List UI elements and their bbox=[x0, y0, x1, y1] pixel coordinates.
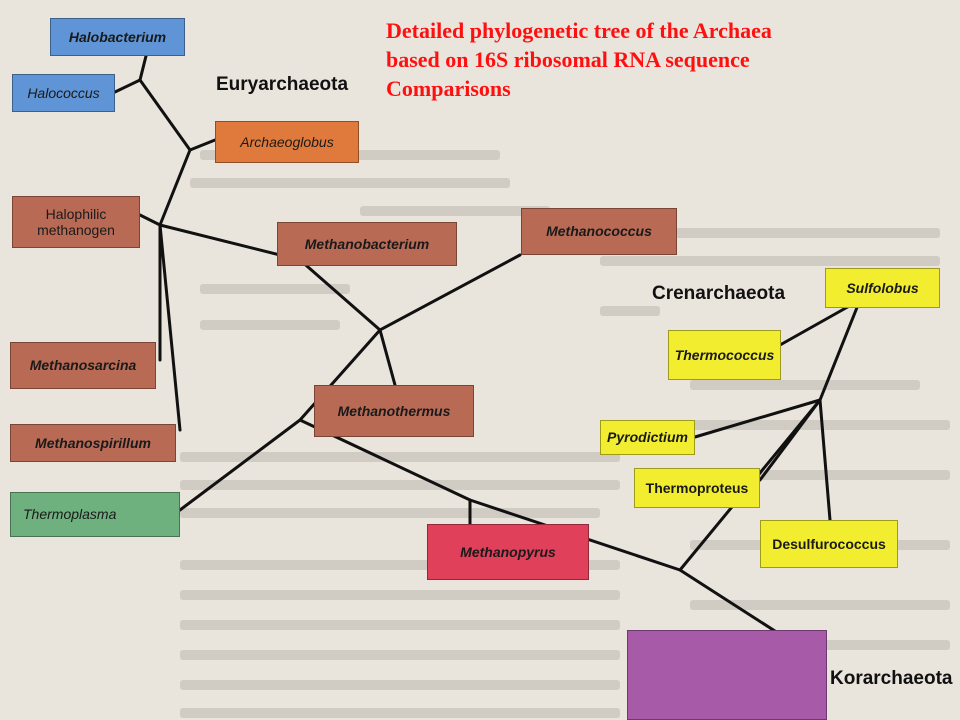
taxon-methanothermus: Methanothermus bbox=[314, 385, 474, 437]
taxon-methanobacterium: Methanobacterium bbox=[277, 222, 457, 266]
taxon-sulfolobus: Sulfolobus bbox=[825, 268, 940, 308]
taxon-methanosarcina: Methanosarcina bbox=[10, 342, 156, 389]
title-line-3: Comparisons bbox=[386, 76, 511, 101]
branch-trunk-2 bbox=[298, 328, 382, 422]
korarchaeota-block bbox=[627, 630, 827, 720]
branch-methanococcus bbox=[378, 253, 522, 332]
branch-methanospirillum bbox=[158, 223, 182, 432]
taxon-thermoproteus: Thermoproteus bbox=[634, 468, 760, 508]
branch-methanothermus bbox=[378, 328, 397, 387]
taxon-halobacterium: Halobacterium bbox=[50, 18, 185, 56]
taxon-methanospirillum: Methanospirillum bbox=[10, 424, 176, 462]
branch-halococcus bbox=[113, 78, 142, 94]
branch-thermoproteus bbox=[758, 398, 822, 482]
branch-crenarchaeota-pyrodictium bbox=[693, 398, 822, 439]
taxon-desulfurococcus: Desulfurococcus bbox=[760, 520, 898, 568]
group-label-euryarchaeota: Euryarchaeota bbox=[216, 74, 349, 95]
taxon-archaeoglobus: Archaeoglobus bbox=[215, 121, 359, 163]
branch-crenarchaeota-trunk bbox=[818, 298, 862, 402]
branch-trunk-6 bbox=[138, 78, 192, 152]
taxon-methanopyrus: Methanopyrus bbox=[427, 524, 589, 580]
branch-desulfurococcus bbox=[818, 398, 832, 522]
slide-title: Detailed phylogenetic tree of the Archae… bbox=[386, 16, 956, 103]
branch-trunk-5 bbox=[158, 148, 192, 227]
taxon-thermoplasma: Thermoplasma bbox=[10, 492, 180, 537]
group-label-crenarchaeota: Crenarchaeota bbox=[652, 283, 786, 304]
group-label-korarchaeota: Korarchaeota bbox=[830, 668, 953, 689]
title-line-1: Detailed phylogenetic tree of the Archae… bbox=[386, 18, 772, 43]
branch-trunk-4 bbox=[158, 223, 302, 262]
taxon-pyrodictium: Pyrodictium bbox=[600, 420, 695, 455]
branch-trunk-3 bbox=[298, 258, 382, 332]
title-line-2: based on 16S ribosomal RNA sequence bbox=[386, 47, 750, 72]
branch-archaeoglobus bbox=[188, 138, 217, 152]
branch-thermoplasma bbox=[178, 418, 302, 512]
taxon-halophilic-methanogen: Halophilic methanogen bbox=[12, 196, 140, 248]
branch-halophilic-methanogen bbox=[138, 213, 162, 227]
taxon-thermococcus: Thermococcus bbox=[668, 330, 781, 380]
taxon-methanococcus: Methanococcus bbox=[521, 208, 677, 255]
taxon-halococcus: Halococcus bbox=[12, 74, 115, 112]
